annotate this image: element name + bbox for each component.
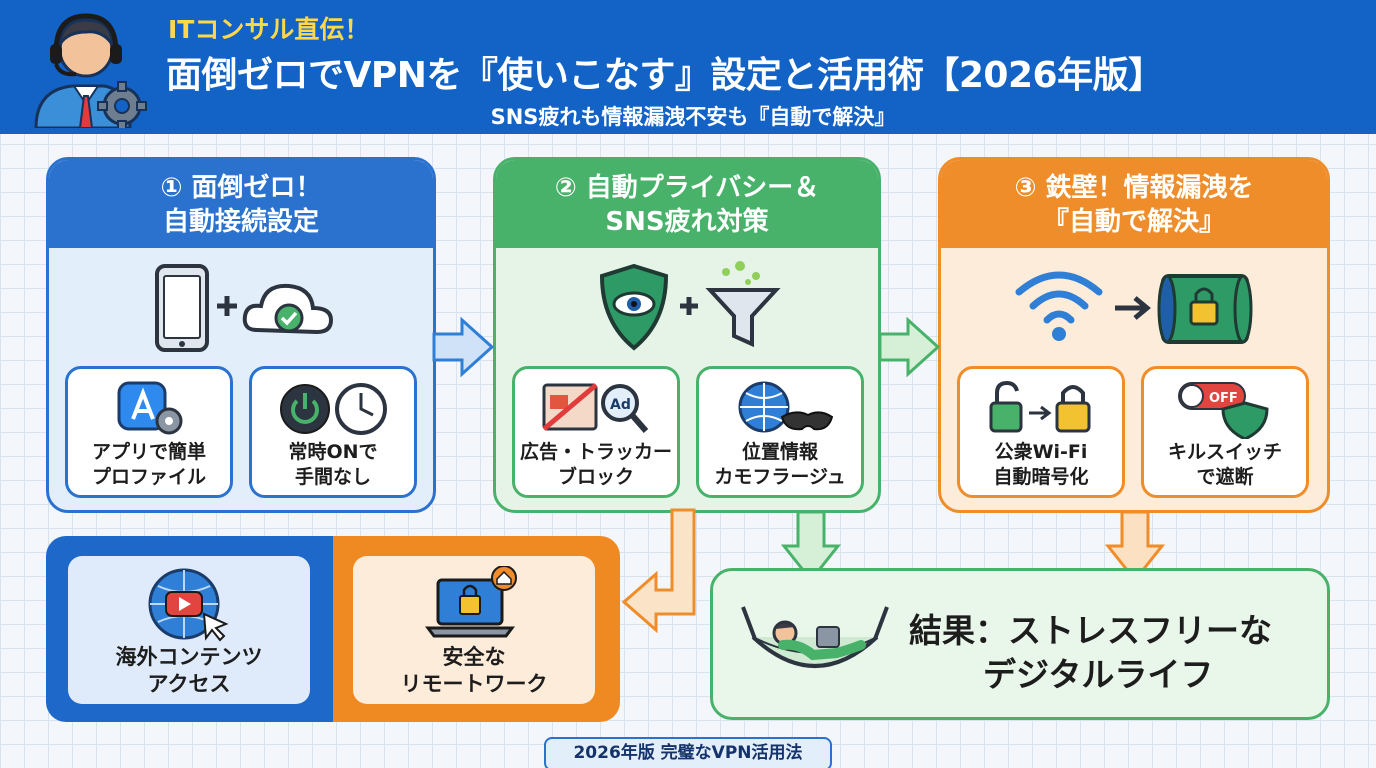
unlock-to-lock-icon bbox=[989, 380, 1091, 433]
card-always-on: 常時ONで手間なし bbox=[249, 366, 417, 498]
use-case-label: 安全なリモートワーク bbox=[400, 645, 548, 697]
use-case-card: 安全なリモートワーク bbox=[353, 556, 595, 704]
toggle-off-label: OFF bbox=[1209, 391, 1238, 406]
panel-heading-line2: 自動接続設定 bbox=[162, 207, 319, 237]
arrow-bent-left-icon bbox=[621, 508, 696, 634]
panel-heading-line2: 『自動で解決』 bbox=[1042, 207, 1225, 237]
wifi-to-tunnel-icon bbox=[1015, 271, 1253, 344]
hammock-relax-icon bbox=[741, 606, 889, 668]
use-case-overseas: 海外コンテンツアクセス bbox=[46, 536, 333, 722]
power-clock-icon bbox=[280, 383, 387, 435]
footer-badge: 2026年版 完璧なVPN活用法 bbox=[544, 737, 832, 768]
panel-privacy: ② 自動プライバシー＆SNS疲れ対策 Ad 広告・トラッカーブロック 位置情報カ… bbox=[493, 157, 881, 513]
card-label: アプリで簡単プロファイル bbox=[91, 441, 206, 488]
arrow-right-icon bbox=[432, 316, 495, 378]
panel-heading-line1: ③ 鉄壁！情報漏洩を bbox=[1014, 173, 1254, 204]
card-kill-switch: OFF キルスイッチで遮断 bbox=[1141, 366, 1309, 498]
card-label: 位置情報カモフラージュ bbox=[714, 441, 846, 488]
card-app-profile: アプリで簡単プロファイル bbox=[65, 366, 233, 498]
consultant-headset-icon bbox=[34, 13, 147, 128]
ad-block-icon: Ad bbox=[542, 383, 649, 433]
card-label: 常時ONで手間なし bbox=[288, 441, 378, 488]
arrow-down-icon bbox=[780, 510, 842, 583]
panel-heading: ② 自動プライバシー＆SNS疲れ対策 bbox=[496, 160, 878, 248]
shield-eye-filter-icon bbox=[599, 261, 781, 351]
header-kicker: ITコンサル直伝！ bbox=[168, 15, 370, 44]
panel-heading-line1: ② 自動プライバシー＆ bbox=[554, 173, 820, 204]
use-case-remote-work: 安全なリモートワーク bbox=[333, 536, 620, 722]
globe-video-icon bbox=[148, 568, 229, 642]
card-location-camouflage: 位置情報カモフラージュ bbox=[696, 366, 864, 498]
page-title: 面倒ゼロでVPNを『使いこなす』設定と活用術【2026年版】 bbox=[166, 55, 1164, 96]
use-cases-panel: 海外コンテンツアクセス 安全なリモートワーク bbox=[46, 536, 620, 722]
panel-heading: ③ 鉄壁！情報漏洩を『自動で解決』 bbox=[941, 160, 1327, 248]
svg-text:Ad: Ad bbox=[610, 397, 631, 413]
panel-heading: ① 面倒ゼロ！自動接続設定 bbox=[49, 160, 433, 248]
card-label: 広告・トラッカーブロック bbox=[519, 441, 672, 488]
laptop-lock-icon bbox=[425, 566, 517, 638]
header-banner: ITコンサル直伝！ 面倒ゼロでVPNを『使いこなす』設定と活用術【2026年版】… bbox=[0, 0, 1376, 134]
globe-mask-icon bbox=[738, 381, 834, 433]
card-ad-block: Ad 広告・トラッカーブロック bbox=[512, 366, 680, 498]
use-case-card: 海外コンテンツアクセス bbox=[68, 556, 310, 704]
result-text: 結果：ストレスフリーな デジタルライフ bbox=[909, 609, 1272, 696]
panel-auto-connect: ① 面倒ゼロ！自動接続設定 アプリで簡単プロファイル 常時ONで手間なし bbox=[46, 157, 436, 513]
result-panel: 結果：ストレスフリーな デジタルライフ bbox=[710, 568, 1330, 720]
panel-heading-line1: ① 面倒ゼロ！ bbox=[160, 173, 322, 204]
result-line1: 結果：ストレスフリーな bbox=[909, 611, 1272, 650]
panel-heading-line2: SNS疲れ対策 bbox=[605, 207, 769, 237]
phone-plus-cloud-icon bbox=[155, 264, 334, 352]
app-store-settings-icon bbox=[117, 381, 183, 435]
result-line2: デジタルライフ bbox=[983, 654, 1214, 694]
header-tagline: SNS疲れも情報漏洩不安も『自動で解決』 bbox=[490, 105, 896, 129]
arrow-down-icon bbox=[1104, 510, 1166, 583]
use-case-label: 海外コンテンツアクセス bbox=[115, 645, 263, 697]
card-label: キルスイッチで遮断 bbox=[1167, 441, 1282, 488]
kill-switch-icon: OFF bbox=[1178, 382, 1269, 439]
arrow-right-icon bbox=[878, 316, 941, 378]
